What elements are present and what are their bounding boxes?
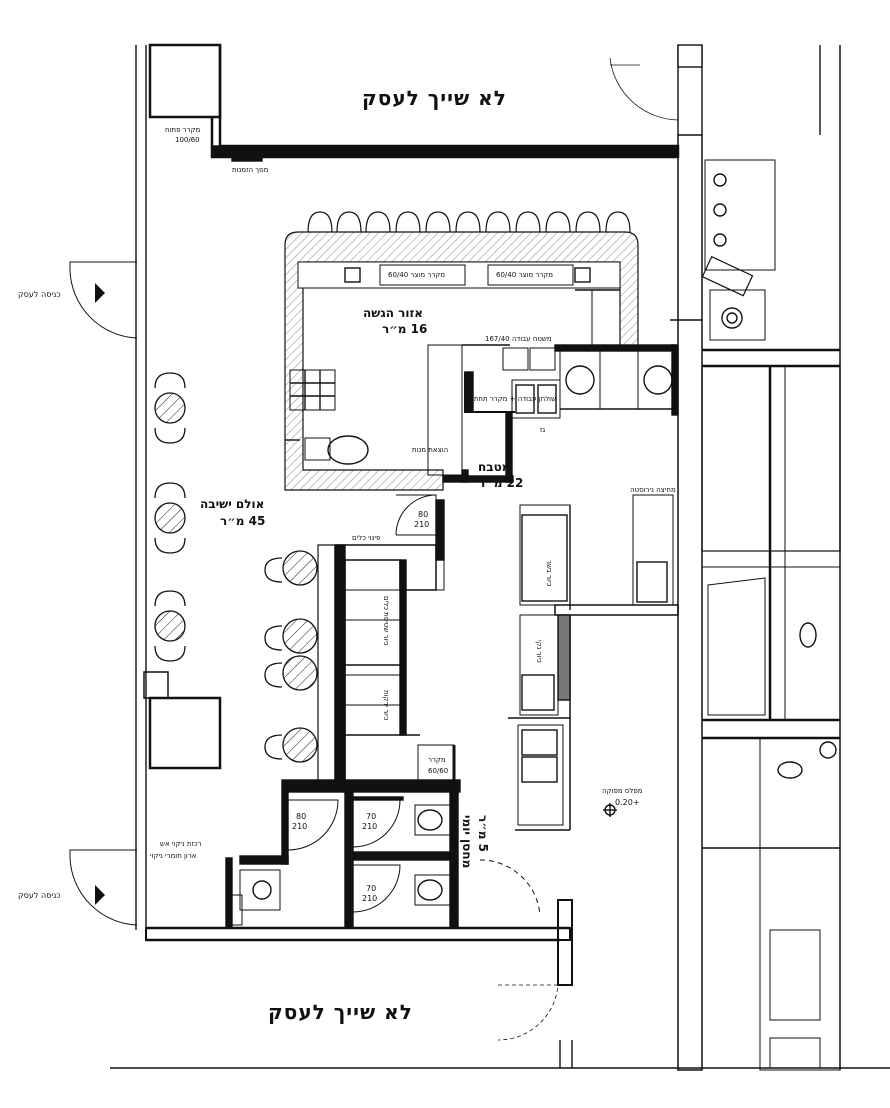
entrance-top-label: כניסה לעסק — [18, 290, 61, 299]
top-right-wall — [677, 44, 703, 68]
door-wc1-width: 70 — [366, 812, 377, 821]
fridge-bottom-size: 60/60 — [428, 767, 449, 775]
serving-area-size: 16 מ״ר — [382, 322, 428, 336]
door-storage-width: 80 — [296, 812, 307, 821]
top-wall-fill — [211, 145, 679, 157]
door-storage-height: 210 — [292, 822, 308, 831]
gas-label: גז — [540, 426, 546, 434]
cleaning-cabinet-label: ארון חומרי ניקוי — [150, 852, 197, 860]
level-mark-label: מפלס מפוקה — [602, 787, 643, 795]
kitchen-size: 22 מ״ר — [478, 476, 524, 490]
not-business-bottom: לא שייך לעסק — [268, 1000, 413, 1024]
entrance-bottom-label: כניסה לעסק — [18, 891, 61, 900]
fridge-bottom-label: מקרר — [428, 756, 446, 764]
door-kitchen-width: 80 — [418, 510, 429, 519]
seating-hall-size: 45 מ״ר — [220, 514, 266, 528]
door-kitchen-height: 210 — [414, 520, 430, 529]
fridge-small2-label: מקרר מוצר 60/40 — [496, 271, 554, 279]
door-wc2-height: 210 — [362, 894, 378, 903]
door-kitchen — [396, 494, 437, 536]
table-group — [154, 372, 186, 662]
entrance-door-bottom — [69, 849, 138, 926]
entrance-arrow-bottom — [95, 885, 105, 905]
sink-note-label: רכזת ניקוי אש — [160, 840, 202, 848]
dish-sink-label: כיור שטיפת כלים — [382, 596, 390, 646]
level-value: +0.20 — [615, 798, 640, 807]
door-wc2-width: 70 — [366, 884, 377, 893]
daily-storage-size: 5 מ״ר — [476, 815, 490, 852]
bottom-wall — [145, 927, 571, 941]
hood-label: מחיצה נירוסטה — [630, 486, 676, 494]
work-table-label: משטח עבודה 167/40 — [485, 335, 552, 343]
food-exit-label: הוצאת מנות — [412, 446, 449, 454]
seating-hall-label: אולם ישיבה — [200, 497, 265, 511]
top-left-column — [148, 43, 222, 119]
right-column — [677, 134, 703, 1071]
order-screen-label: מסך הזמנות — [232, 166, 269, 174]
open-fridge-label: מקרר פתוח — [165, 126, 201, 134]
dishes-window-label: פינוי כלים — [352, 534, 381, 542]
work-fridge-label: שולחן עבודה + מקרר תחתון — [470, 395, 557, 403]
meat-sink-label: כיור בשר — [545, 560, 553, 587]
veg-sink-label: כיור ירקות — [382, 690, 390, 721]
entrance-door-top — [69, 261, 138, 339]
raw-sink-label: כיור נקי — [535, 640, 543, 663]
door-wc1-height: 210 — [362, 822, 378, 831]
entrance-arrow-top — [95, 283, 105, 303]
kitchen-label: מטבח — [478, 460, 511, 474]
fridge-small-label: מקרר מוצר 60/40 — [388, 271, 446, 279]
not-business-top: לא שייך לעסק — [362, 86, 507, 110]
open-fridge-size: 100/60 — [175, 136, 200, 144]
bar-stools-top — [307, 211, 631, 233]
serving-area-label: אזור הגשה — [363, 306, 424, 320]
daily-storage-label: מחסן יומי — [460, 815, 474, 869]
